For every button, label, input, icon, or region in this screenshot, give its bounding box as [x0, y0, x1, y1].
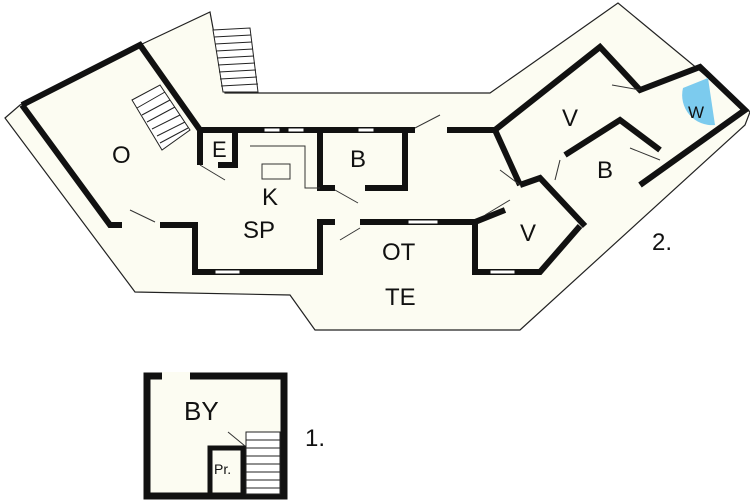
- room-label-ot: OT: [382, 239, 416, 266]
- stairs-floor-1: [245, 431, 281, 495]
- windows: [214, 127, 516, 275]
- stairs-top: [212, 27, 259, 93]
- room-label-b: B: [350, 146, 366, 173]
- room-label-v: V: [520, 220, 536, 247]
- kitchen-counter: [250, 145, 320, 189]
- room-label-w: W: [688, 103, 704, 122]
- room-label-e: E: [212, 137, 227, 162]
- room-label-sp: SP: [243, 217, 275, 244]
- wc-fixture: [682, 78, 715, 126]
- room-label-pr: Pr.: [214, 461, 231, 477]
- floor-number-1: 1.: [305, 425, 325, 452]
- door-swing: [227, 431, 246, 447]
- room-label-by: BY: [184, 396, 219, 426]
- floor-number-2: 2.: [652, 229, 672, 256]
- stairs-o: [131, 84, 191, 151]
- door-opening: [162, 372, 190, 380]
- room-label-k: K: [262, 184, 278, 211]
- room-label-v: V: [562, 105, 578, 132]
- room-label-b: B: [597, 157, 613, 184]
- room-label-o: O: [112, 142, 131, 169]
- room-label-te: TE: [385, 284, 416, 311]
- pr-walls: [207, 445, 246, 496]
- door-swings: [129, 84, 661, 241]
